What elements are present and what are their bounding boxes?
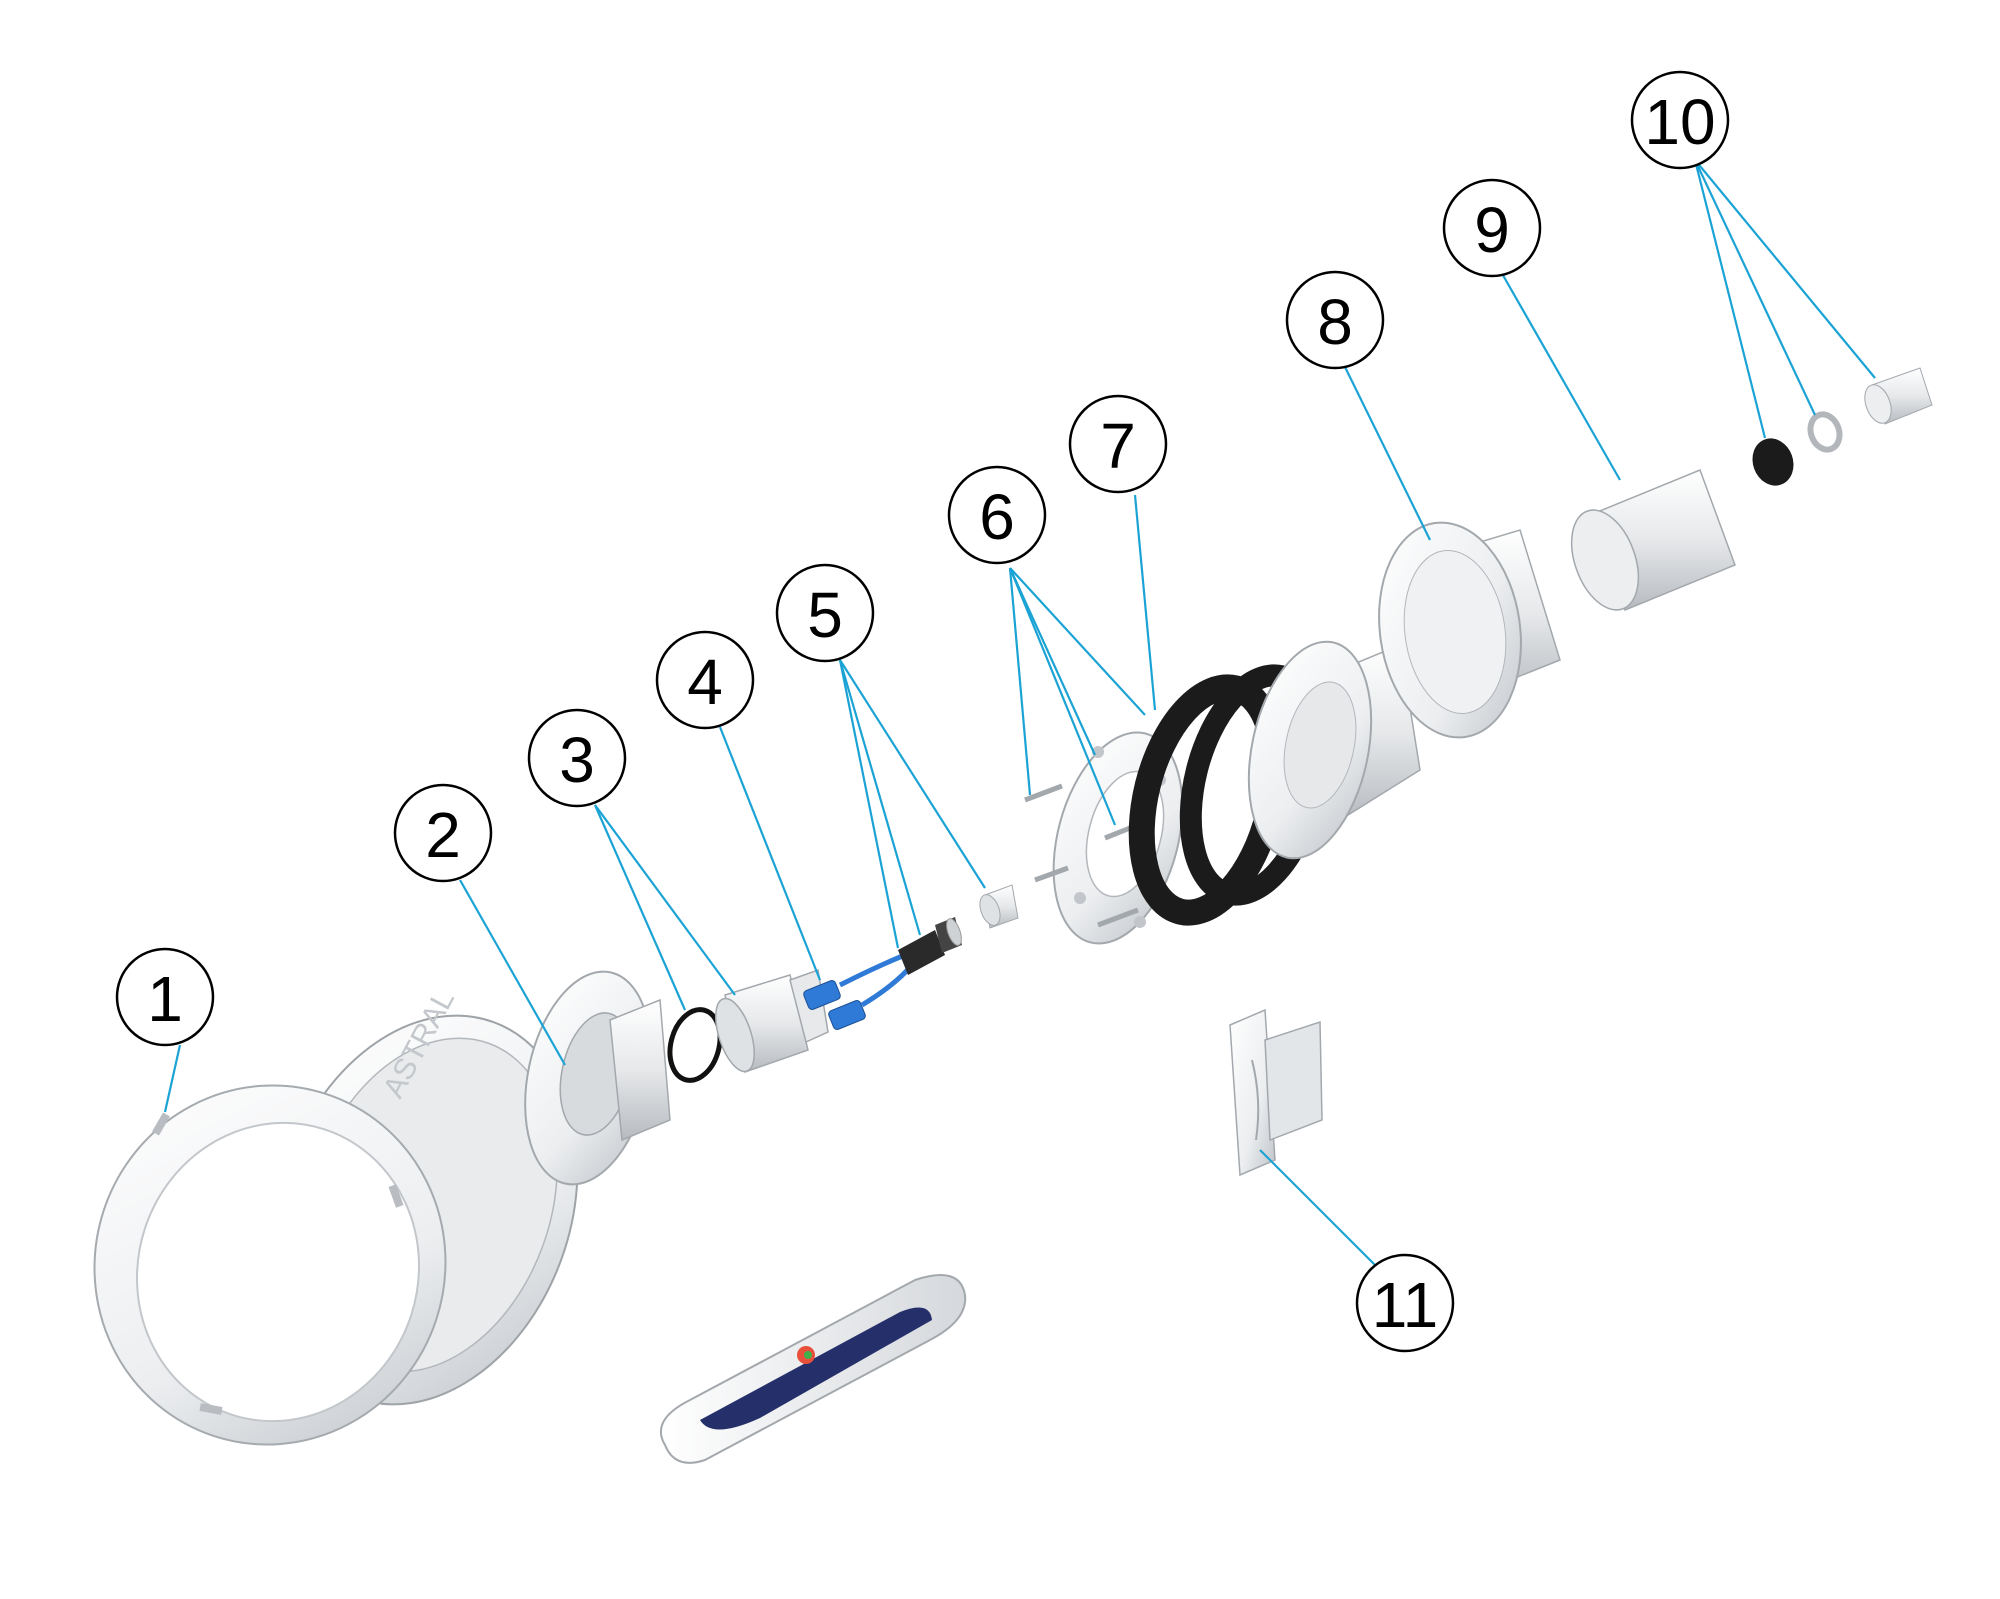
leader-10c <box>1694 159 1876 379</box>
leader-6b <box>1008 567 1097 756</box>
callout-1-label: 1 <box>147 963 183 1035</box>
callout-6: 6 <box>947 465 1047 565</box>
callout-5: 5 <box>775 563 875 663</box>
leader-4 <box>718 726 822 981</box>
leader-11 <box>1259 1149 1381 1271</box>
part-3-oring-fitting <box>667 968 829 1083</box>
callout-6-label: 6 <box>979 481 1015 553</box>
callout-3-label: 3 <box>559 724 595 796</box>
part-1-front-ring: ASTRAL <box>93 985 579 1446</box>
leader-10b <box>1694 159 1816 416</box>
leader-3a <box>593 804 687 1011</box>
leader-6c <box>1008 567 1117 826</box>
part-2-flange-nut <box>524 970 671 1186</box>
leader-5a <box>838 659 900 949</box>
leader-1 <box>163 1044 182 1113</box>
callout-1: 1 <box>115 947 215 1047</box>
callout-10: 10 <box>1630 70 1730 170</box>
remote-control <box>660 1274 967 1464</box>
leader-3b <box>594 804 736 996</box>
callout-11: 11 <box>1355 1253 1455 1353</box>
leader-5b <box>838 659 922 936</box>
callout-2: 2 <box>393 783 493 883</box>
leader-6d <box>1009 567 1146 716</box>
leader-6a <box>1008 567 1032 796</box>
leader-7 <box>1133 494 1157 711</box>
niche-body <box>1247 640 1421 860</box>
part-8-union-nut <box>1378 521 1561 739</box>
part-5-cable-gland <box>898 884 1019 975</box>
callout-8-label: 8 <box>1317 286 1353 358</box>
part-9-pipe-sleeve <box>1570 469 1736 611</box>
callout-9-label: 9 <box>1474 194 1510 266</box>
callout-9: 9 <box>1442 178 1542 278</box>
callout-7-label: 7 <box>1100 410 1136 482</box>
leader-2 <box>459 879 566 1066</box>
callout-10-label: 10 <box>1644 86 1715 158</box>
leader-5c <box>839 659 986 889</box>
callout-5-label: 5 <box>807 579 843 651</box>
leader-lines <box>163 159 1876 1271</box>
callout-2-label: 2 <box>425 799 461 871</box>
leader-9 <box>1499 269 1621 481</box>
leader-8 <box>1344 366 1431 541</box>
part-11-bracket <box>1229 1008 1323 1177</box>
callout-8: 8 <box>1285 270 1385 370</box>
callout-4-label: 4 <box>687 646 723 718</box>
part-10-fittings <box>1752 367 1933 486</box>
callout-7: 7 <box>1068 394 1168 494</box>
callout-3: 3 <box>527 708 627 808</box>
callout-4: 4 <box>655 630 755 730</box>
callout-11-label: 11 <box>1372 1269 1438 1341</box>
leader-10a <box>1693 159 1767 439</box>
